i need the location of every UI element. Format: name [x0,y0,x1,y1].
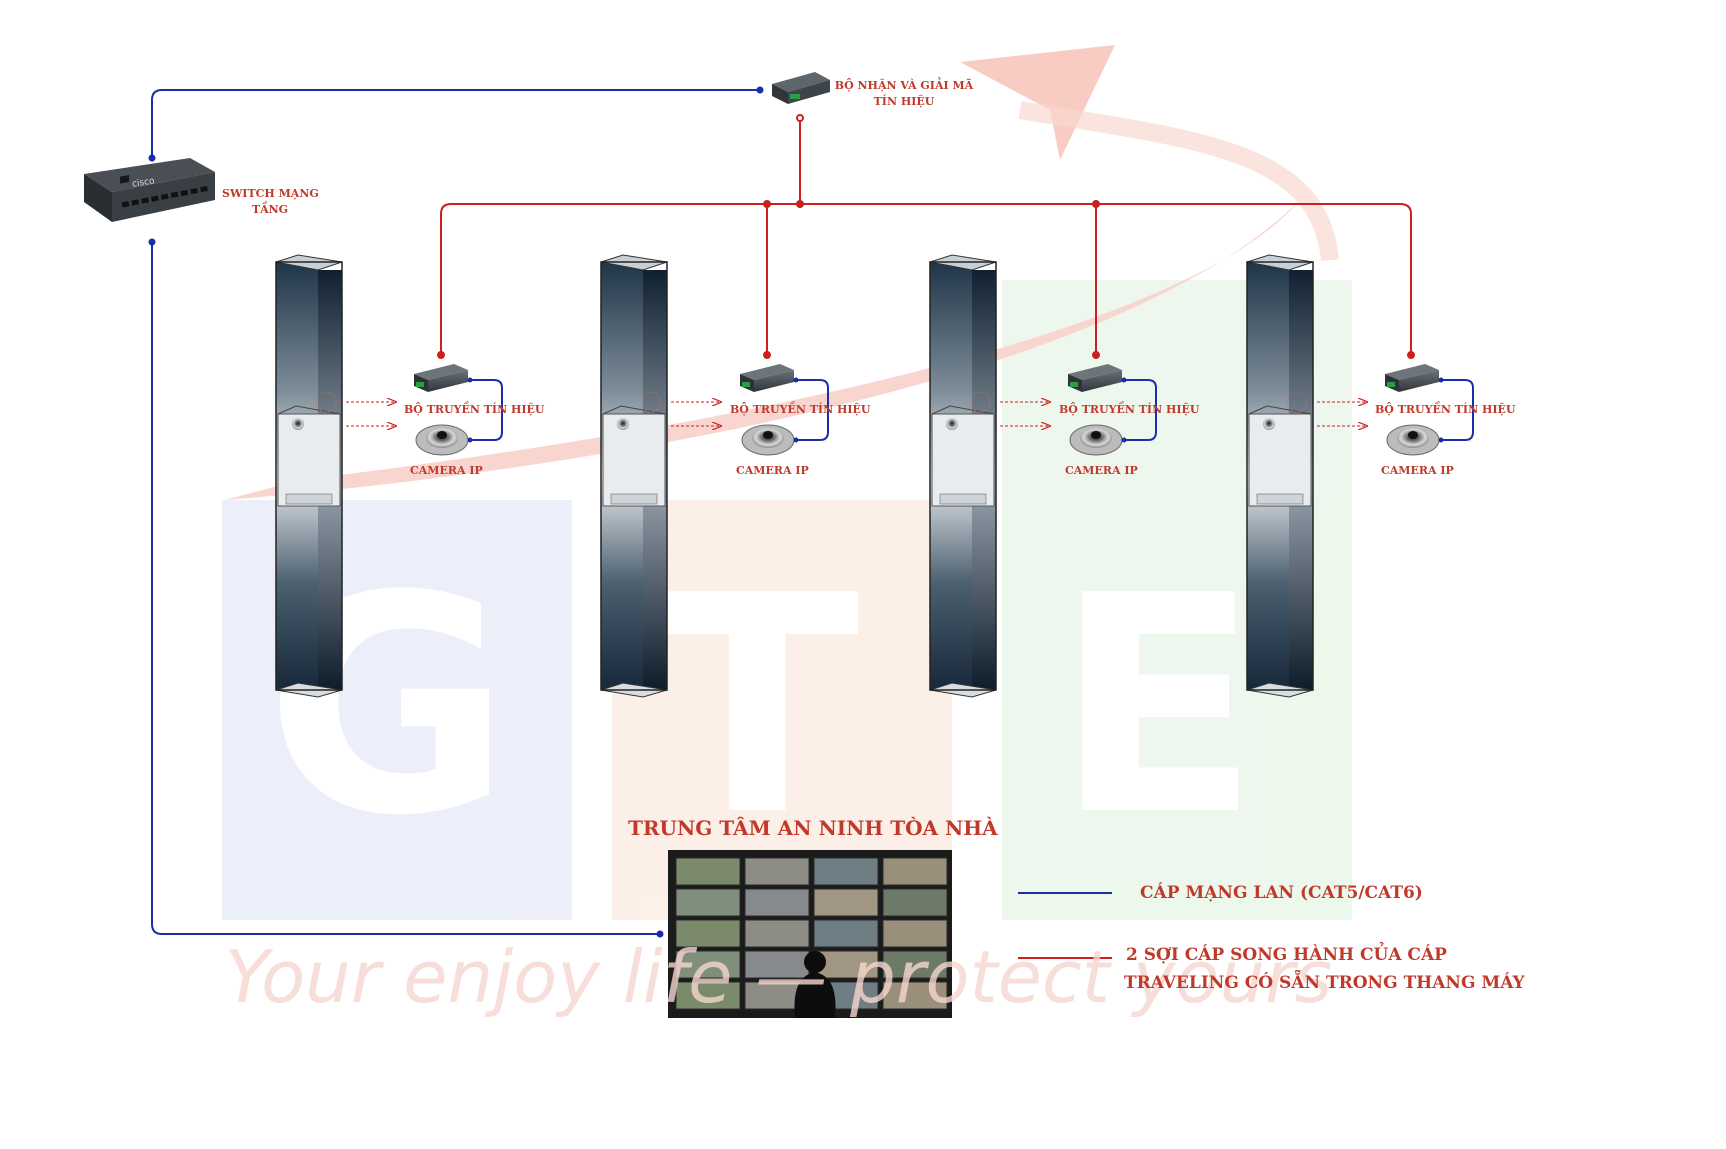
signal-arrows [1317,402,1367,426]
legend-traveling-label: 2 SỢI CÁP SONG HÀNH CỦA CÁP TRAVELING CÓ… [1124,941,1525,997]
network-switch: cisco [84,158,215,222]
ip-camera-icon [1069,424,1123,456]
video-wall-tile [813,888,879,917]
signal-arrows [1000,402,1050,426]
switch-label: SWITCH MẠNG TẦNG [222,186,319,218]
watermark-letter-e: E [1055,532,1260,881]
camera-label: CAMERA IP [1381,464,1454,477]
transmitter-device [1385,364,1439,392]
video-wall-tile [882,888,948,917]
transmitter-label: BỘ TRUYỀN TÍN HIỆU [1375,403,1516,416]
receiver-label-line2: TÍN HIỆU [873,95,935,108]
transmitter-label: BỘ TRUYỀN TÍN HIỆU [730,403,871,416]
camera-label: CAMERA IP [410,464,483,477]
video-wall [668,850,952,1018]
watermark-slogan: Your enjoy life — protect yours [225,935,1333,1019]
elevator-cabin [602,391,666,507]
legend-lines [1018,892,1112,959]
receiver-device [772,72,830,104]
watermark-logo: G T E [222,45,1352,920]
elevator-cabin [931,391,995,507]
camera-link-cable [470,379,503,441]
camera-link-cable [796,379,829,441]
diagram-canvas: G T E [84,45,1474,1018]
elevator-cabin [1248,391,1312,507]
video-wall-tile [675,857,741,886]
elevator-unit [275,254,503,698]
elevator-unit [1246,254,1474,698]
legend-traveling-line2: TRAVELING CÓ SẴN TRONG THANG MÁY [1124,973,1525,993]
video-wall-tile [675,950,741,979]
camera-label: CAMERA IP [1065,464,1138,477]
ip-camera-icon [415,424,469,456]
video-wall-tile [675,888,741,917]
transmitter-label: BỘ TRUYỀN TÍN HIỆU [404,403,545,416]
transmitter-device [1068,364,1122,392]
elevator-unit [929,254,1157,698]
traveling-cable [437,114,1415,359]
camera-link-cable [1124,379,1157,441]
transmitter-device [740,364,794,392]
watermark-arrowhead [960,45,1115,160]
camera-label: CAMERA IP [736,464,809,477]
signal-arrows [346,402,396,426]
legend-lan-label: CÁP MẠNG LAN (CAT5/CAT6) [1140,883,1423,903]
switch-label-line2: TẦNG [251,203,289,216]
control-center-title: TRUNG TÂM AN NINH TÒA NHÀ [628,816,998,840]
video-wall-tile [813,919,879,948]
ip-camera-icon [741,424,795,456]
ip-camera-icon [1386,424,1440,456]
transmitter-device [414,364,468,392]
video-wall-tile [744,888,810,917]
video-wall-tile [882,981,948,1010]
video-wall-tile [882,950,948,979]
video-wall-tile [744,857,810,886]
receiver-label: BỘ NHẬN VÀ GIẢI MÃ TÍN HIỆU [834,78,974,110]
video-wall-tile [882,919,948,948]
video-wall-tile [675,981,741,1010]
watermark-letter-t: T [655,532,861,881]
video-wall-tile [675,919,741,948]
elevator-camera-diagram: G T E [84,45,1525,1019]
elevator-cabin [277,391,341,507]
legend-traveling-line1: 2 SỢI CÁP SONG HÀNH CỦA CÁP [1126,945,1447,965]
transmitter-label: BỘ TRUYỀN TÍN HIỆU [1059,403,1200,416]
lan-cable [148,86,764,938]
signal-arrows [671,402,721,426]
video-wall-tile [813,857,879,886]
switch-label-line1: SWITCH MẠNG [222,187,319,200]
elevator-unit [600,254,829,698]
camera-link-cable [1441,379,1474,441]
video-wall-tile [882,857,948,886]
switch-brand-logo: cisco [131,176,155,189]
video-wall-tile [744,919,810,948]
receiver-label-line1: BỘ NHẬN VÀ GIẢI MÃ [834,79,974,92]
